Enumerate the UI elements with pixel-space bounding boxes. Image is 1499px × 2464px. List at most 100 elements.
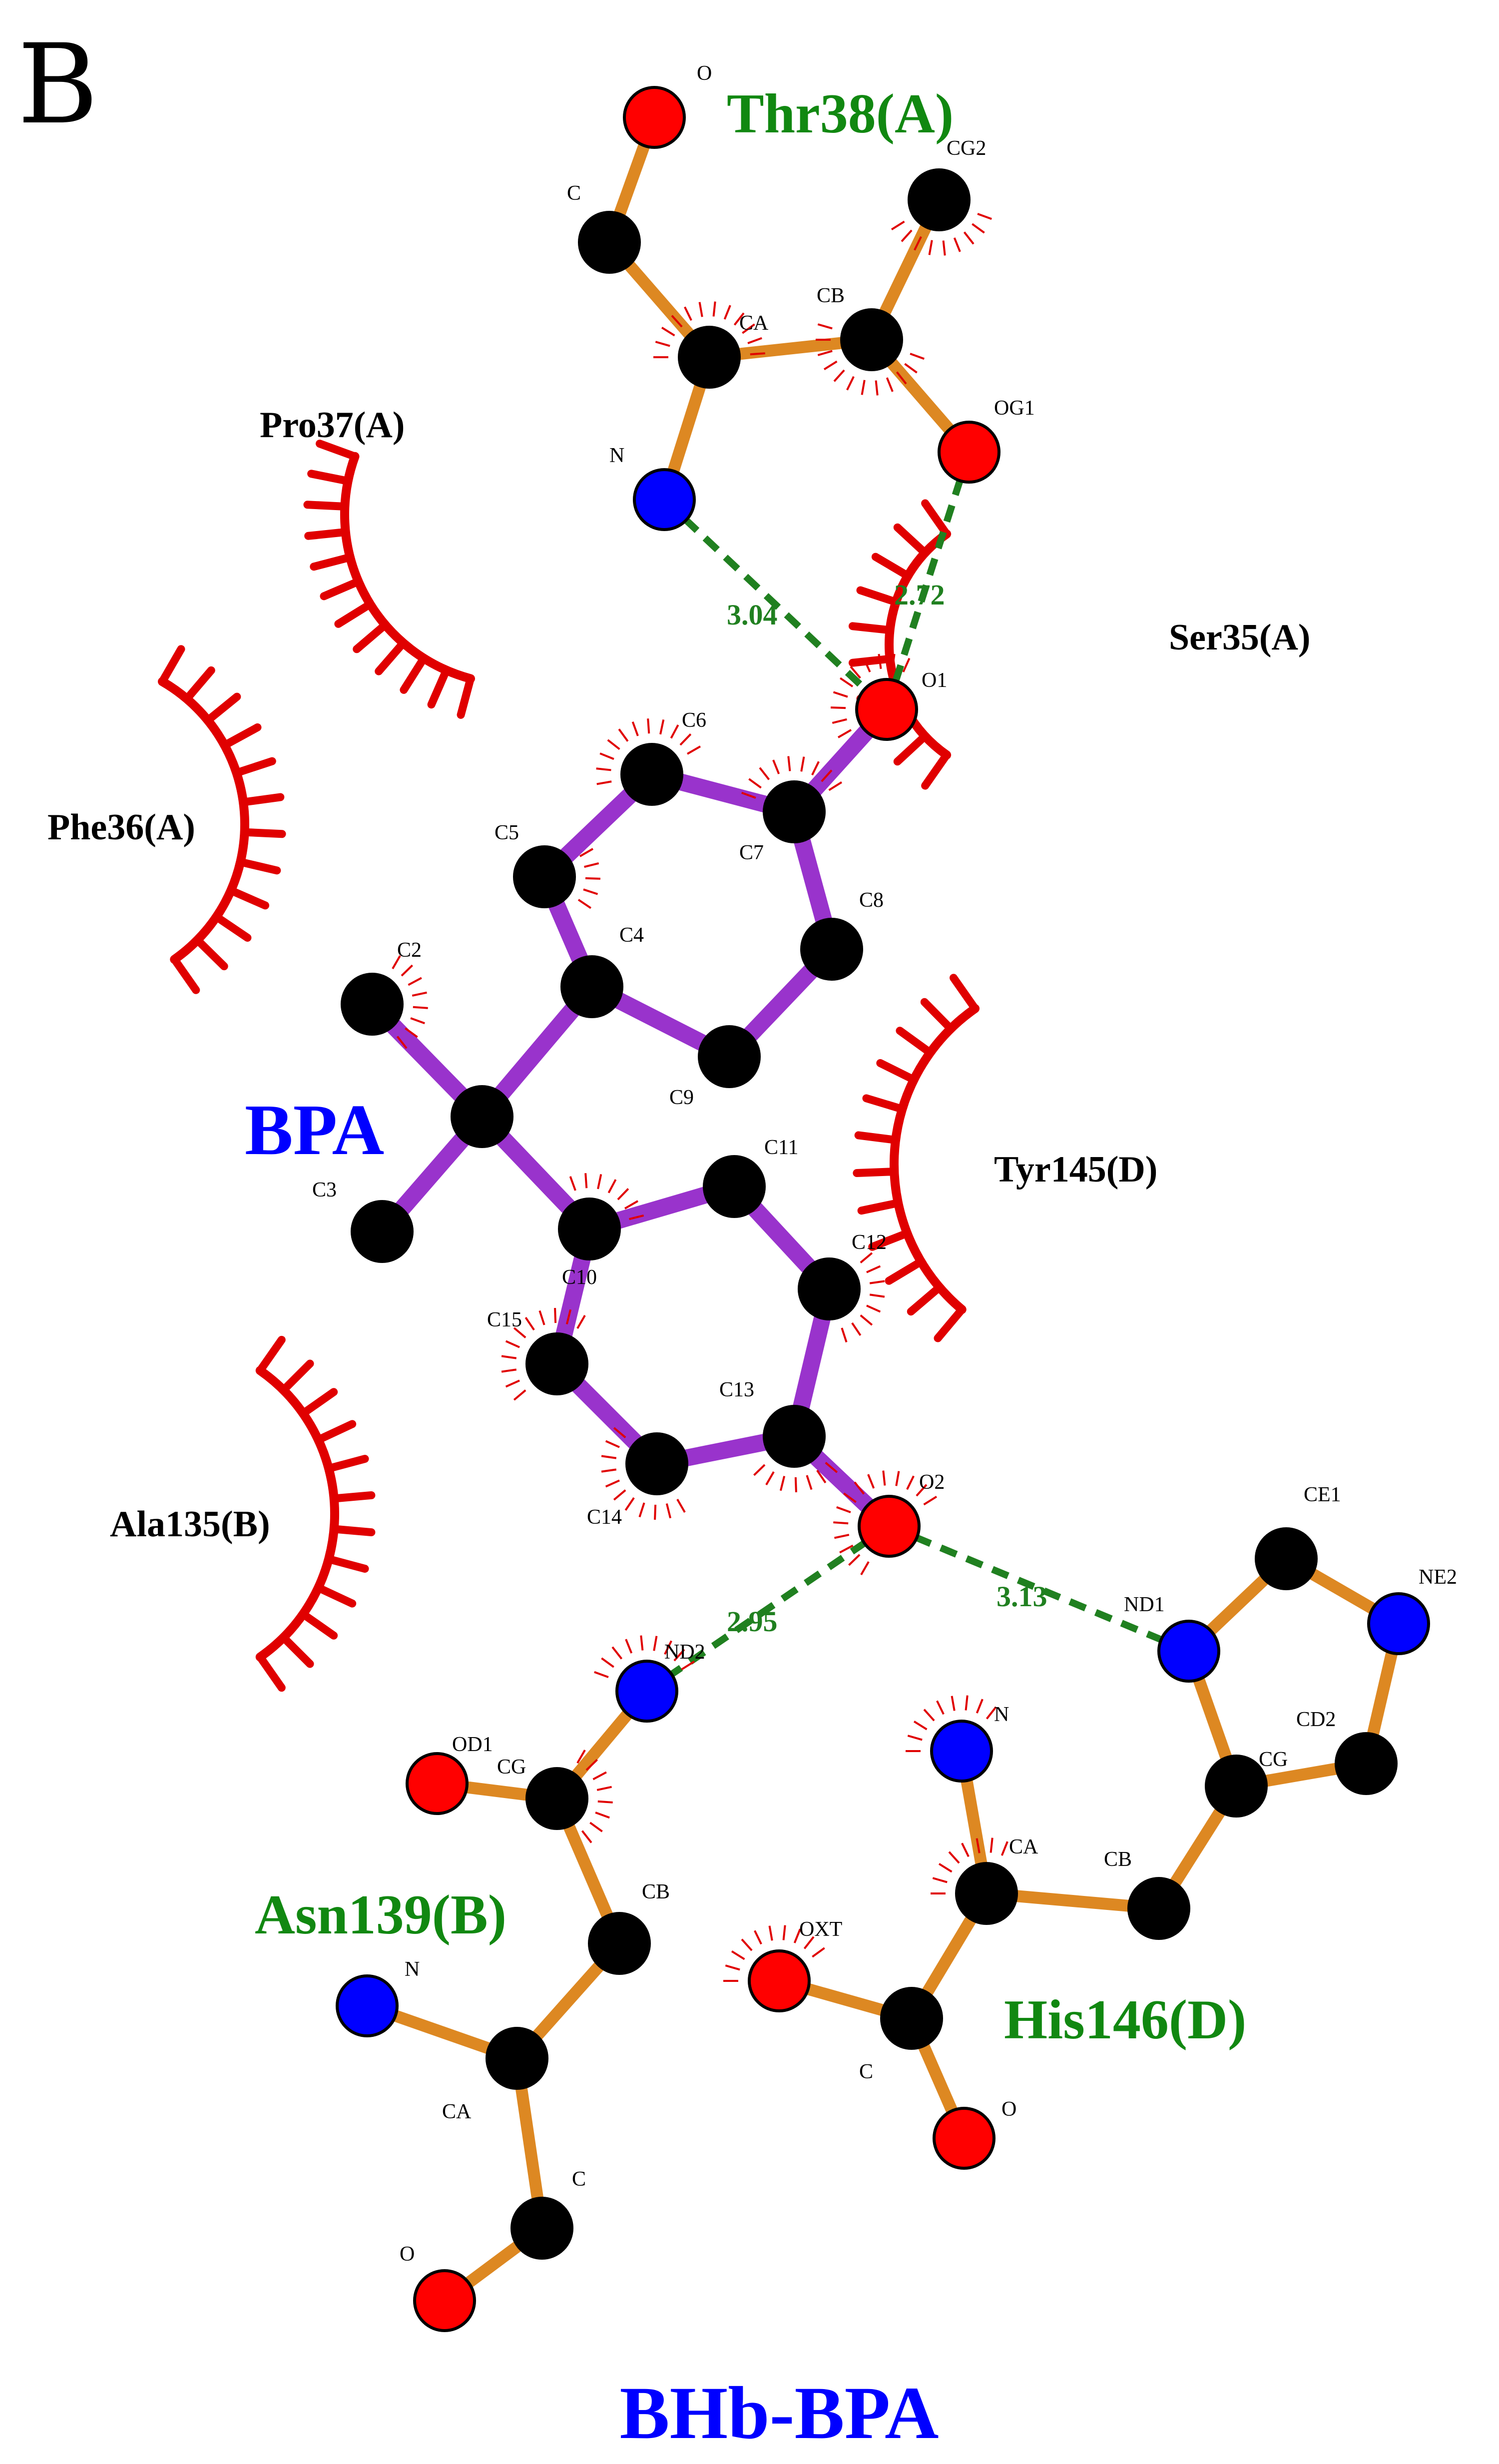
atom-label: C4 xyxy=(619,924,644,947)
atom-label: N xyxy=(405,1958,420,1981)
atom-n-n xyxy=(336,1974,399,2037)
hydrophobic-arc-tyr145 xyxy=(853,974,980,1342)
contact-ticks xyxy=(931,1838,1008,1894)
atom-h-c xyxy=(880,1987,943,2050)
atom-label: C14 xyxy=(587,1506,622,1529)
atoms-layer xyxy=(336,86,1430,2332)
residue-label-thr38: Thr38(A) xyxy=(727,83,954,145)
atom-t-cg2 xyxy=(908,168,971,231)
residue-label-asn139: Asn139(B) xyxy=(255,1884,506,1946)
ligand-label: BPA xyxy=(245,1090,384,1170)
atom-b-c1 xyxy=(451,1085,513,1148)
atom-label: N xyxy=(994,1703,1009,1726)
atom-b-c3 xyxy=(351,1200,414,1263)
atom-h-nd1 xyxy=(1157,1620,1220,1683)
atom-label: C7 xyxy=(739,841,764,864)
atom-b-c9 xyxy=(698,1025,761,1088)
atom-label: C5 xyxy=(495,821,519,844)
atom-label: O xyxy=(1001,2098,1016,2121)
atom-label: C2 xyxy=(397,939,422,962)
atom-h-oxt xyxy=(748,1949,811,2012)
residue-label-tyr145: Tyr145(D) xyxy=(994,1149,1157,1190)
atom-label: CB xyxy=(1104,1848,1132,1871)
atom-label: C11 xyxy=(764,1136,798,1159)
hydrogen-bond xyxy=(883,451,973,711)
hydrogen-bond xyxy=(645,1523,891,1694)
contact-ticks-layer xyxy=(392,213,1008,1982)
atom-n-cg xyxy=(525,1767,588,1830)
contact-ticks xyxy=(653,301,765,358)
atom-label: O1 xyxy=(922,669,947,692)
atom-b-c7 xyxy=(763,780,826,843)
atom-label: CA xyxy=(739,312,769,335)
atom-label: C10 xyxy=(562,1266,597,1289)
contact-ticks xyxy=(833,1470,938,1575)
atom-b-c8 xyxy=(800,918,863,981)
atom-label: C13 xyxy=(719,1378,754,1401)
hydrophobic-arcs-layer xyxy=(158,440,980,1692)
atom-label: C8 xyxy=(859,889,884,912)
atom-label: OXT xyxy=(799,1918,842,1941)
atom-label: CA xyxy=(1009,1836,1038,1858)
residue-label-his146: His146(D) xyxy=(1004,1989,1246,2051)
atom-h-o xyxy=(933,2107,996,2170)
atom-label: OD1 xyxy=(452,1733,493,1756)
contact-ticks xyxy=(741,756,843,799)
hydrophobic-arc-pro37 xyxy=(303,440,476,719)
residue-label-phe36: Phe36(A) xyxy=(47,807,195,848)
contact-ticks xyxy=(753,1462,838,1493)
atom-b-c10 xyxy=(558,1198,621,1260)
atom-label: CG xyxy=(497,1756,526,1779)
atom-h-ca xyxy=(955,1862,1018,1925)
atom-h-cd2 xyxy=(1335,1732,1398,1795)
hbond-distance-label: 2.72 xyxy=(894,579,945,611)
atom-b-c14 xyxy=(625,1432,688,1495)
hydrophobic-arc-phe36 xyxy=(158,645,286,994)
atom-t-n xyxy=(633,468,696,531)
atom-t-cb xyxy=(840,308,903,371)
atom-h-n xyxy=(930,1720,993,1783)
atom-labels-layer: OCCG2CACBOG1NO1C6C7C5C8C4C9C2C1C3C11C10C… xyxy=(312,62,1457,2266)
atom-h-ne2 xyxy=(1367,1592,1430,1655)
atom-b-c13 xyxy=(763,1405,826,1468)
hydrogen-bonds-layer xyxy=(645,451,1190,1694)
atom-t-o xyxy=(623,86,686,149)
atom-b-c5 xyxy=(513,845,576,908)
atom-h-ce1 xyxy=(1255,1527,1318,1590)
atom-label: C1 xyxy=(465,1084,489,1107)
atom-label: CG2 xyxy=(947,137,986,160)
contact-ticks xyxy=(816,323,925,396)
atom-n-o xyxy=(413,2269,476,2332)
atom-b-c15 xyxy=(525,1332,588,1395)
residue-label-ser35: Ser35(A) xyxy=(1169,617,1311,658)
contact-ticks xyxy=(569,1173,644,1221)
atom-label: CG xyxy=(1259,1748,1288,1771)
distance-labels-layer: 3.042.722.953.13 xyxy=(727,579,1047,1638)
contact-ticks xyxy=(596,718,701,785)
atom-label: C12 xyxy=(852,1231,887,1254)
hydrogen-bond xyxy=(662,497,889,712)
atom-label: CE1 xyxy=(1304,1483,1341,1506)
hbond-distance-label: 3.13 xyxy=(997,1580,1047,1613)
atom-t-ca xyxy=(678,326,741,389)
atom-label: NE2 xyxy=(1419,1566,1457,1589)
contact-ticks xyxy=(392,955,428,1049)
atom-n-ca xyxy=(486,2027,548,2090)
contact-ticks xyxy=(594,1635,695,1678)
atom-h-cg xyxy=(1205,1755,1268,1818)
residue-label-ala135: Ala135(B) xyxy=(110,1504,270,1545)
atom-label: C xyxy=(859,2060,873,2083)
contact-ticks xyxy=(906,1695,997,1752)
atom-label: OG1 xyxy=(994,397,1035,420)
atom-t-c xyxy=(578,211,641,274)
atom-n-nd2 xyxy=(615,1660,678,1723)
contact-ticks xyxy=(891,213,992,256)
hydrophobic-arc-ala135 xyxy=(255,1335,376,1692)
atom-label: ND2 xyxy=(664,1641,705,1664)
atom-b-c6 xyxy=(620,743,683,806)
atom-h-cb xyxy=(1127,1877,1190,1940)
atom-label: CB xyxy=(642,1880,670,1903)
atom-label: C15 xyxy=(487,1308,522,1331)
contact-ticks xyxy=(501,1307,586,1401)
